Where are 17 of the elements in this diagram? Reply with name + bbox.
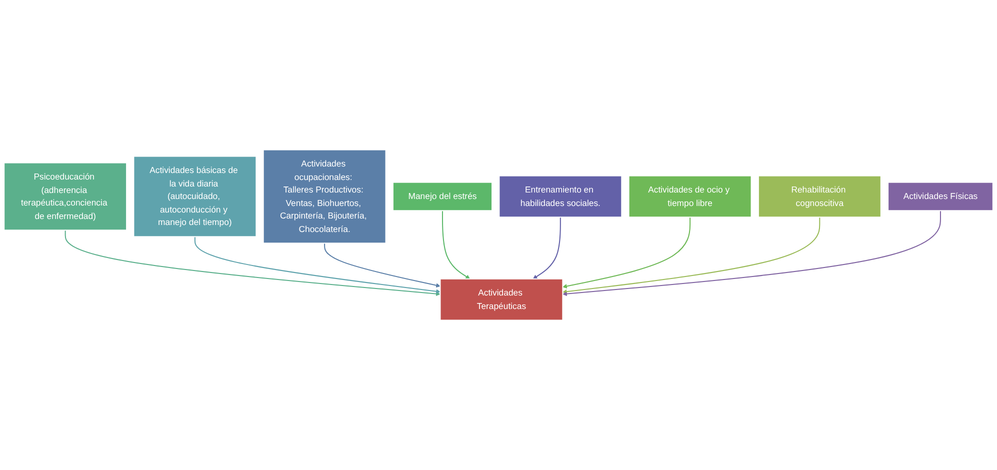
node-box: Actividades Físicas [888, 182, 994, 212]
node-box: Actividades Terapéuticas [440, 278, 564, 321]
arrow [532, 217, 561, 280]
node-box: Psicoeducación (adherencia terapéutica,conciencia de enfermedad) [4, 162, 128, 231]
arrow [442, 210, 470, 280]
node-box: Manejo del estrés [392, 182, 493, 212]
arrow [562, 210, 941, 296]
arrow [324, 243, 440, 288]
arrow [64, 230, 440, 296]
arrow [194, 236, 440, 294]
node-box: Rehabilitación cognoscitiva [758, 175, 882, 218]
arrow [562, 217, 820, 294]
arrow [562, 217, 691, 288]
node-box: Actividades de ocio y tiempo libre [628, 175, 752, 218]
node-box: Actividades básicas de la vida diaria (autocuidado, autoconducción y manejo del tiempo) [133, 156, 257, 238]
node-box: Actividades ocupacionales: Talleres Productivos: Ventas, Biohuertos, Carpintería, Bijoutería, Chocolatería. [262, 149, 386, 244]
node-box: Entrenamiento en habilidades sociales. [498, 175, 622, 218]
